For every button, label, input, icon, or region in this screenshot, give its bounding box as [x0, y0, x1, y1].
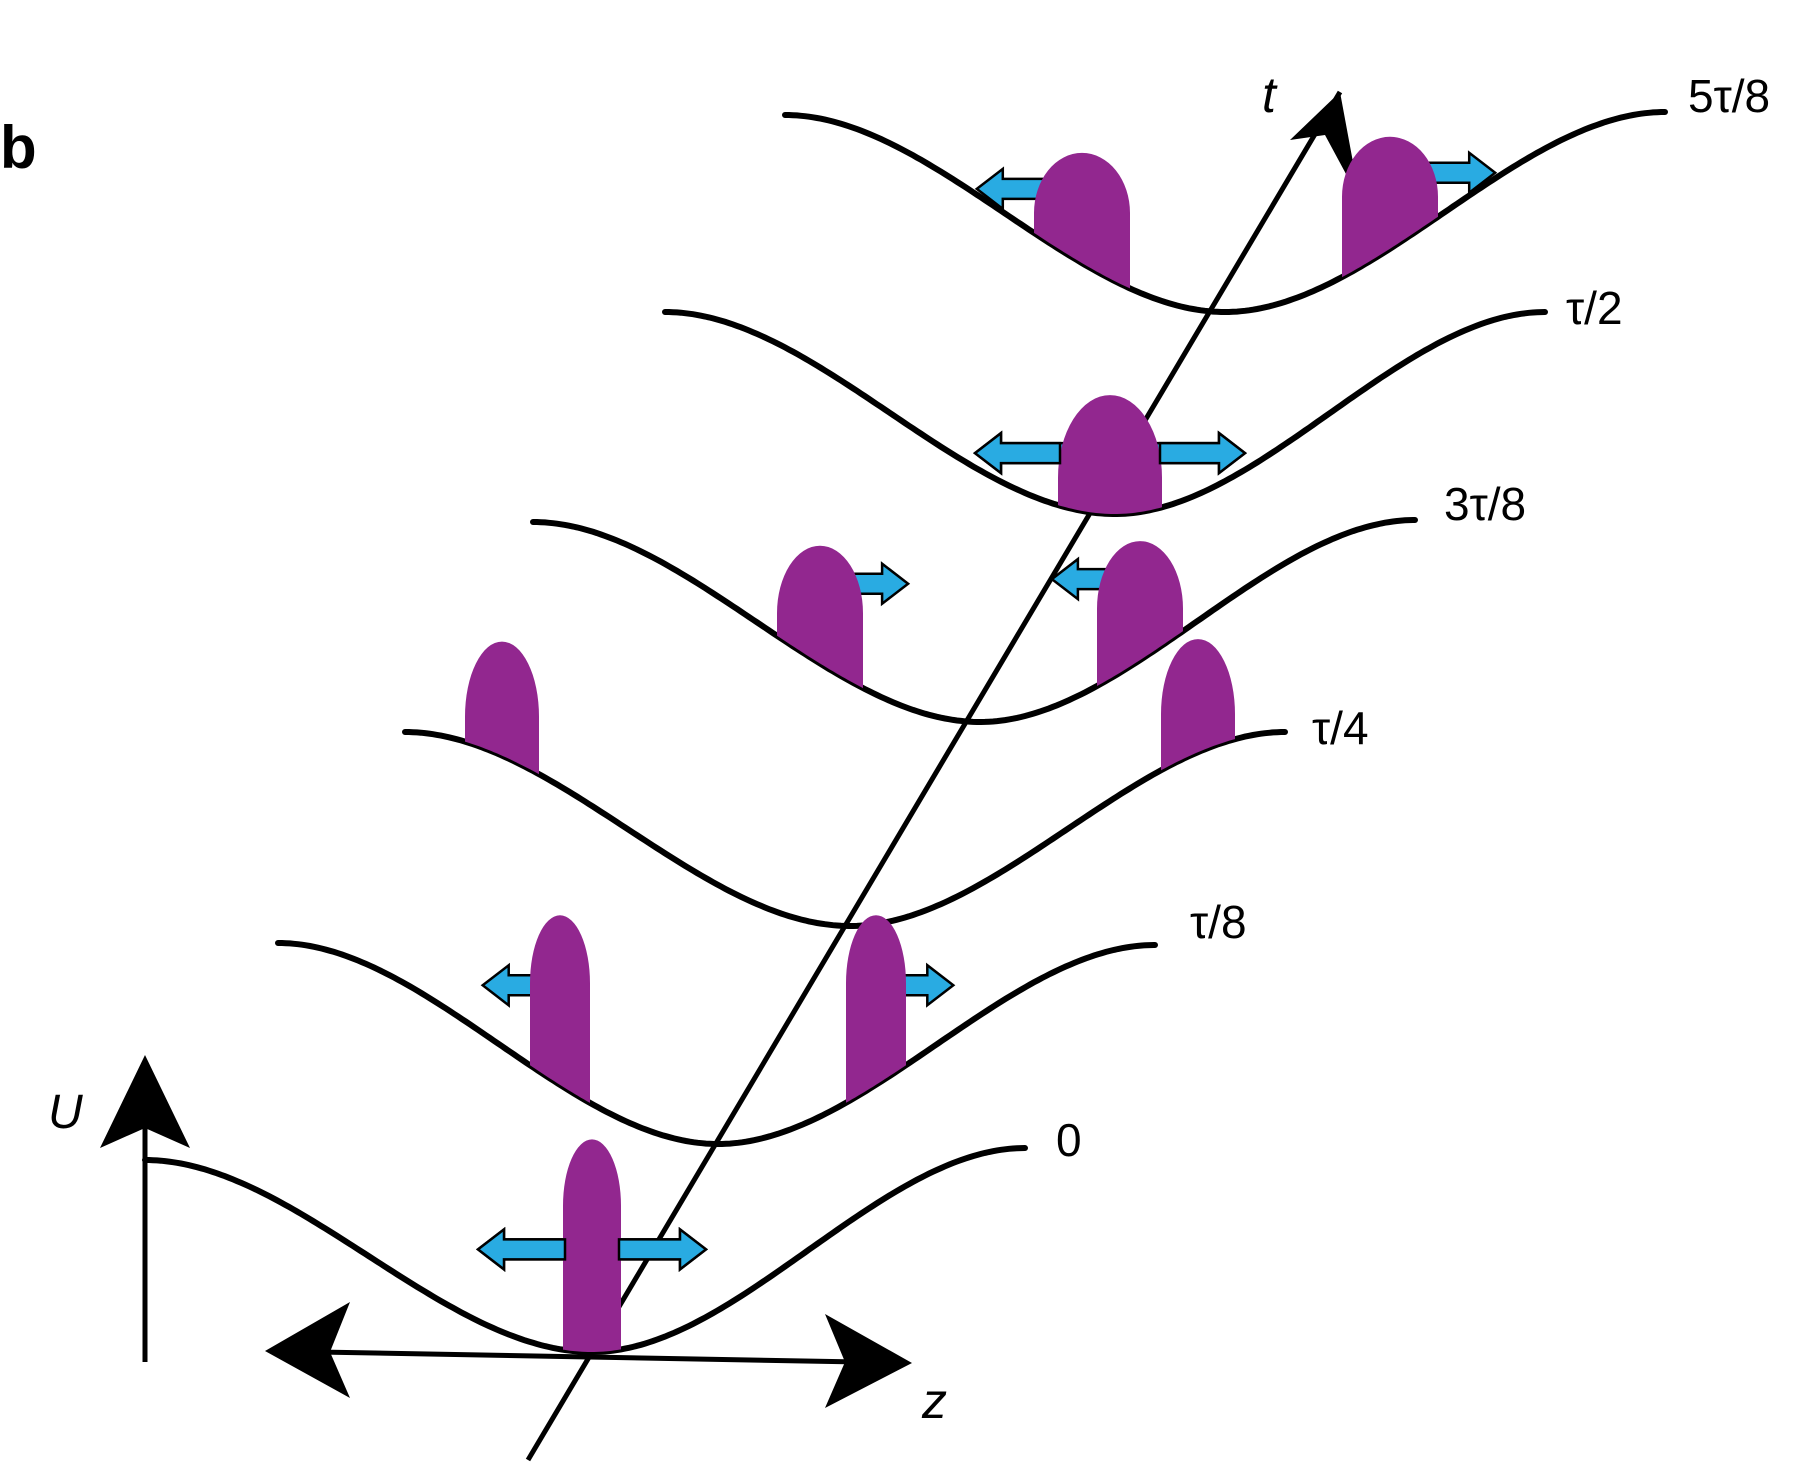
curve-tau-4	[402, 729, 1288, 929]
z-axis-left-arrowhead	[265, 1302, 350, 1398]
packet-tau2	[1058, 395, 1162, 514]
z-axis	[265, 1302, 912, 1408]
packet-3tau8-right	[1097, 541, 1183, 686]
time-label-tau-4: τ/4	[1312, 702, 1369, 754]
momentum-arrow-t0-left-part	[475, 1226, 567, 1272]
packet-tau4-right	[1161, 639, 1235, 771]
u-axis	[100, 1055, 190, 1362]
time-label-0: 0	[1056, 1114, 1082, 1166]
packet-5tau8-right	[1342, 136, 1438, 278]
momentum-arrow-tau2-right-part	[1158, 430, 1248, 476]
momentum-arrow-tau2-left-part	[972, 430, 1062, 476]
u-axis-arrowhead	[100, 1055, 190, 1148]
wave-packets	[465, 136, 1498, 1352]
u-axis-label: U	[48, 1086, 83, 1139]
time-label-3tau-8: 3τ/8	[1444, 478, 1526, 530]
curve-tau-8	[275, 940, 1158, 1147]
time-axis-arrowhead	[1290, 92, 1360, 200]
momentum-arrow-t0-right-part	[617, 1226, 709, 1272]
z-axis-label: z	[921, 1373, 947, 1429]
panel-label: b	[0, 114, 37, 181]
packet-3tau8-left	[777, 545, 863, 689]
potential-curves	[142, 109, 1668, 1355]
packet-5tau8-left	[1034, 152, 1130, 289]
t-axis-label: t	[1262, 67, 1278, 123]
time-label-tau-2: τ/2	[1566, 282, 1623, 334]
time-label-5tau-8: 5τ/8	[1688, 70, 1770, 122]
packet-tau8-right	[846, 915, 906, 1103]
packet-tau8-left	[530, 915, 590, 1103]
packet-tau4-left	[465, 641, 539, 775]
curve-3tau-8	[530, 517, 1418, 725]
curve-5tau-8	[782, 109, 1668, 315]
packet-t0	[563, 1139, 621, 1352]
z-axis-right-arrowhead	[825, 1314, 912, 1408]
time-label-tau-8: τ/8	[1190, 896, 1247, 948]
time-axis	[525, 90, 1360, 1462]
